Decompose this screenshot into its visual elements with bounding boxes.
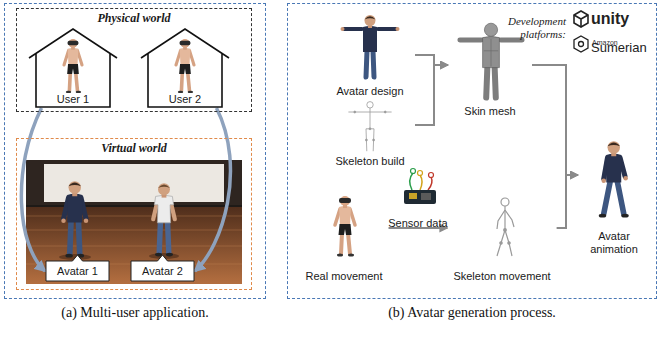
figure-node: Real movement (299, 193, 388, 283)
avatar-figure (153, 183, 175, 256)
figure-label: Avatar animation (578, 230, 650, 256)
caption: (b) Avatar generation process. (388, 305, 556, 322)
avatar-design-figure (341, 15, 400, 77)
figure-label: Real movement (305, 270, 382, 283)
figure-node: Skeleton movement (447, 193, 556, 283)
avatar-callout: Avatar 1 (45, 254, 110, 282)
region-title: Virtual world (98, 141, 170, 155)
region-box: Virtual worldAvatar 1 Avatar 2 (16, 138, 252, 290)
skin-mesh-figure (460, 23, 522, 97)
animated-avatar-figure (599, 141, 629, 217)
figure-label: Avatar design (336, 85, 403, 98)
label-holder: Sumerian (591, 38, 647, 56)
skeleton-figure (348, 102, 391, 152)
sensor-icon (404, 169, 436, 205)
figure-node: Avatar animation (578, 138, 650, 256)
platform-note: Development platforms: (496, 15, 566, 41)
connector (21, 108, 45, 271)
house-path (29, 29, 117, 107)
connector (195, 108, 230, 271)
label-holder: Development platforms: (496, 15, 566, 41)
house: User 2 (140, 28, 230, 108)
figure-node: Skeleton build (325, 100, 415, 168)
connector (557, 175, 578, 228)
sumerian-logo (574, 36, 588, 52)
region-box: Physical worldUser 1 User 2 (16, 8, 252, 112)
region-title: Physical world (94, 11, 173, 25)
virtual-room (26, 160, 242, 284)
callout-path (46, 255, 109, 281)
user-label: User 2 (166, 93, 204, 106)
avatar-label: Avatar 1 (57, 265, 98, 278)
figure-label: Skeleton build (335, 155, 404, 168)
avatar-label: Avatar 2 (142, 265, 183, 278)
logo-text: unity (591, 10, 629, 27)
avatar-figure (61, 181, 88, 257)
connector (532, 65, 578, 175)
figure-node: Avatar design (325, 10, 415, 98)
callout-path (131, 255, 194, 281)
caption: (a) Multi-user application. (61, 305, 208, 322)
avatar-callout: Avatar 2 (130, 254, 195, 282)
connector (415, 55, 448, 65)
edge-label: Sensor data (388, 217, 447, 229)
panel: (a) Multi-user application.Physical worl… (4, 3, 266, 299)
connector (415, 65, 448, 125)
label-holder: Sensor data (388, 213, 447, 231)
user-figure (176, 39, 194, 93)
house-path (141, 29, 229, 107)
figure-label: Skin mesh (464, 105, 515, 118)
unity-logo (574, 11, 588, 27)
house: User 1 (28, 28, 118, 108)
logo-text: Sumerian (591, 40, 647, 55)
skeleton-movement-figure (497, 198, 514, 256)
user-label: User 1 (54, 93, 92, 106)
figure-label: Skeleton movement (453, 270, 550, 283)
real-person-figure (335, 196, 355, 257)
figure-node: Skin mesh (448, 20, 532, 118)
user-figure (64, 39, 82, 93)
label-holder: unity (591, 9, 629, 28)
